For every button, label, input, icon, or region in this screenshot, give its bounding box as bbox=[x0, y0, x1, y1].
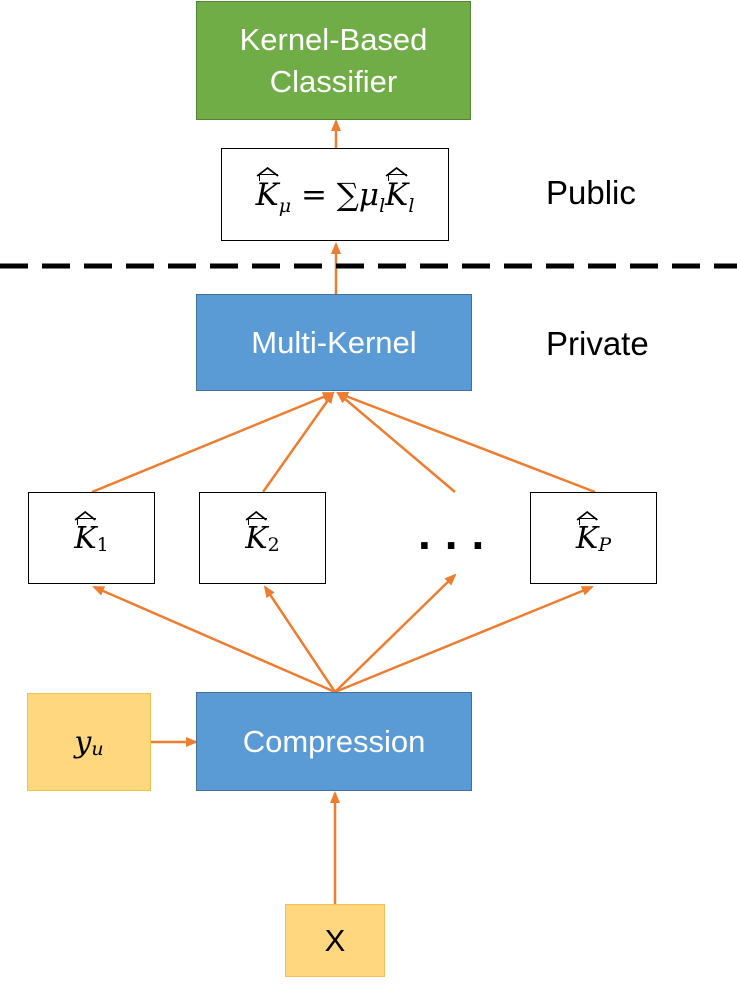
equals-sum-operator: = ∑ bbox=[291, 176, 359, 213]
kernel-1-subscript: 1 bbox=[96, 534, 109, 556]
labels-input-base: y bbox=[74, 724, 92, 760]
subscript-l: l bbox=[379, 194, 386, 217]
data-input-box: X bbox=[285, 904, 385, 977]
public-label: Public bbox=[546, 174, 636, 211]
k-hat-2: K bbox=[245, 510, 268, 556]
arrow-kp-to-multikernel bbox=[336, 391, 596, 494]
compression-box: Compression bbox=[196, 692, 472, 791]
k-hat-1: K bbox=[74, 510, 97, 556]
private-label: Private bbox=[546, 325, 649, 362]
arrow-compression-to-k1 bbox=[92, 585, 336, 694]
classifier-label-line2: Classifier bbox=[269, 63, 398, 99]
k-hat-mu: K bbox=[256, 166, 279, 213]
classifier-label-line1: Kernel-Based bbox=[239, 21, 428, 57]
kernel-p-subscript: P bbox=[598, 534, 612, 556]
mu-weight: μ bbox=[358, 176, 380, 213]
subscript-l-2: l bbox=[408, 194, 415, 217]
subscript-mu: μ bbox=[278, 194, 292, 217]
arrow-k2-to-multikernel bbox=[261, 391, 335, 493]
multi-kernel-label: Multi-Kernel bbox=[251, 324, 417, 360]
kernel-based-classifier-box: Kernel-Based Classifier bbox=[196, 1, 471, 120]
k-hat-l: K bbox=[385, 166, 408, 213]
k-hat-p: K bbox=[576, 510, 598, 556]
compression-label: Compression bbox=[242, 723, 426, 759]
arrow-k1-to-multikernel bbox=[91, 391, 335, 494]
multi-kernel-box: Multi-Kernel bbox=[196, 294, 472, 391]
kernel-ellipsis: ... bbox=[418, 507, 499, 559]
kernel-2-subscript: 2 bbox=[267, 534, 280, 556]
arrow-compression-to-kp bbox=[334, 585, 594, 694]
arrow-compression-to-dots bbox=[334, 573, 457, 693]
arrow-compression-to-k2 bbox=[263, 585, 337, 693]
arrow-dots-to-multikernel bbox=[336, 391, 456, 493]
labels-input-subscript: u bbox=[91, 738, 104, 760]
data-input-label: X bbox=[324, 922, 346, 958]
